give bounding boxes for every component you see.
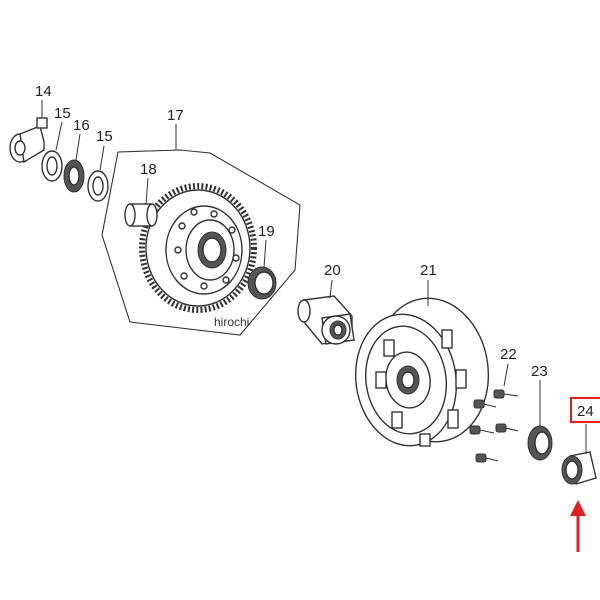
- label-20: 20: [324, 262, 341, 279]
- label-18: 18: [140, 161, 157, 178]
- part-14-collar: [9, 117, 48, 164]
- part-15-washer-a: [41, 150, 63, 182]
- part-19-bearing: [247, 266, 277, 300]
- leader-18: [145, 177, 149, 205]
- label-14: 14: [35, 83, 52, 100]
- label-24: 24: [577, 403, 594, 420]
- label-15b: 15: [96, 128, 113, 145]
- part-17-group-outline: [101, 149, 301, 336]
- part-17-primary-driven-gear: [139, 183, 257, 313]
- label-17-text: 17: [167, 107, 184, 124]
- part-20-hub: [297, 295, 355, 345]
- leader-15b: [99, 145, 105, 171]
- part-23-spacer: [527, 425, 553, 461]
- leader-16: [75, 133, 81, 161]
- part-21-clutch-housing: [354, 297, 490, 447]
- label-16: 16: [73, 117, 90, 134]
- label-19: 19: [258, 223, 275, 240]
- highlight-box-24: [570, 397, 600, 423]
- part-16-needle-bearing: [63, 159, 85, 193]
- part-15-washer-b: [87, 170, 109, 202]
- watermark-text: hirochi: [214, 315, 249, 329]
- leader-20: [329, 279, 333, 299]
- part-22-bolts: [469, 389, 519, 463]
- label-21: 21: [420, 262, 437, 279]
- highlight-arrow-icon: [570, 500, 586, 552]
- label-15a: 15: [54, 105, 71, 122]
- leader-22: [503, 363, 509, 387]
- part-24-needle-bearing: [561, 451, 597, 485]
- leader-19: [263, 239, 267, 268]
- label-22: 22: [500, 346, 517, 363]
- label-23: 23: [531, 363, 548, 380]
- part-18-bushing: [124, 203, 158, 227]
- leader-15a: [55, 121, 63, 151]
